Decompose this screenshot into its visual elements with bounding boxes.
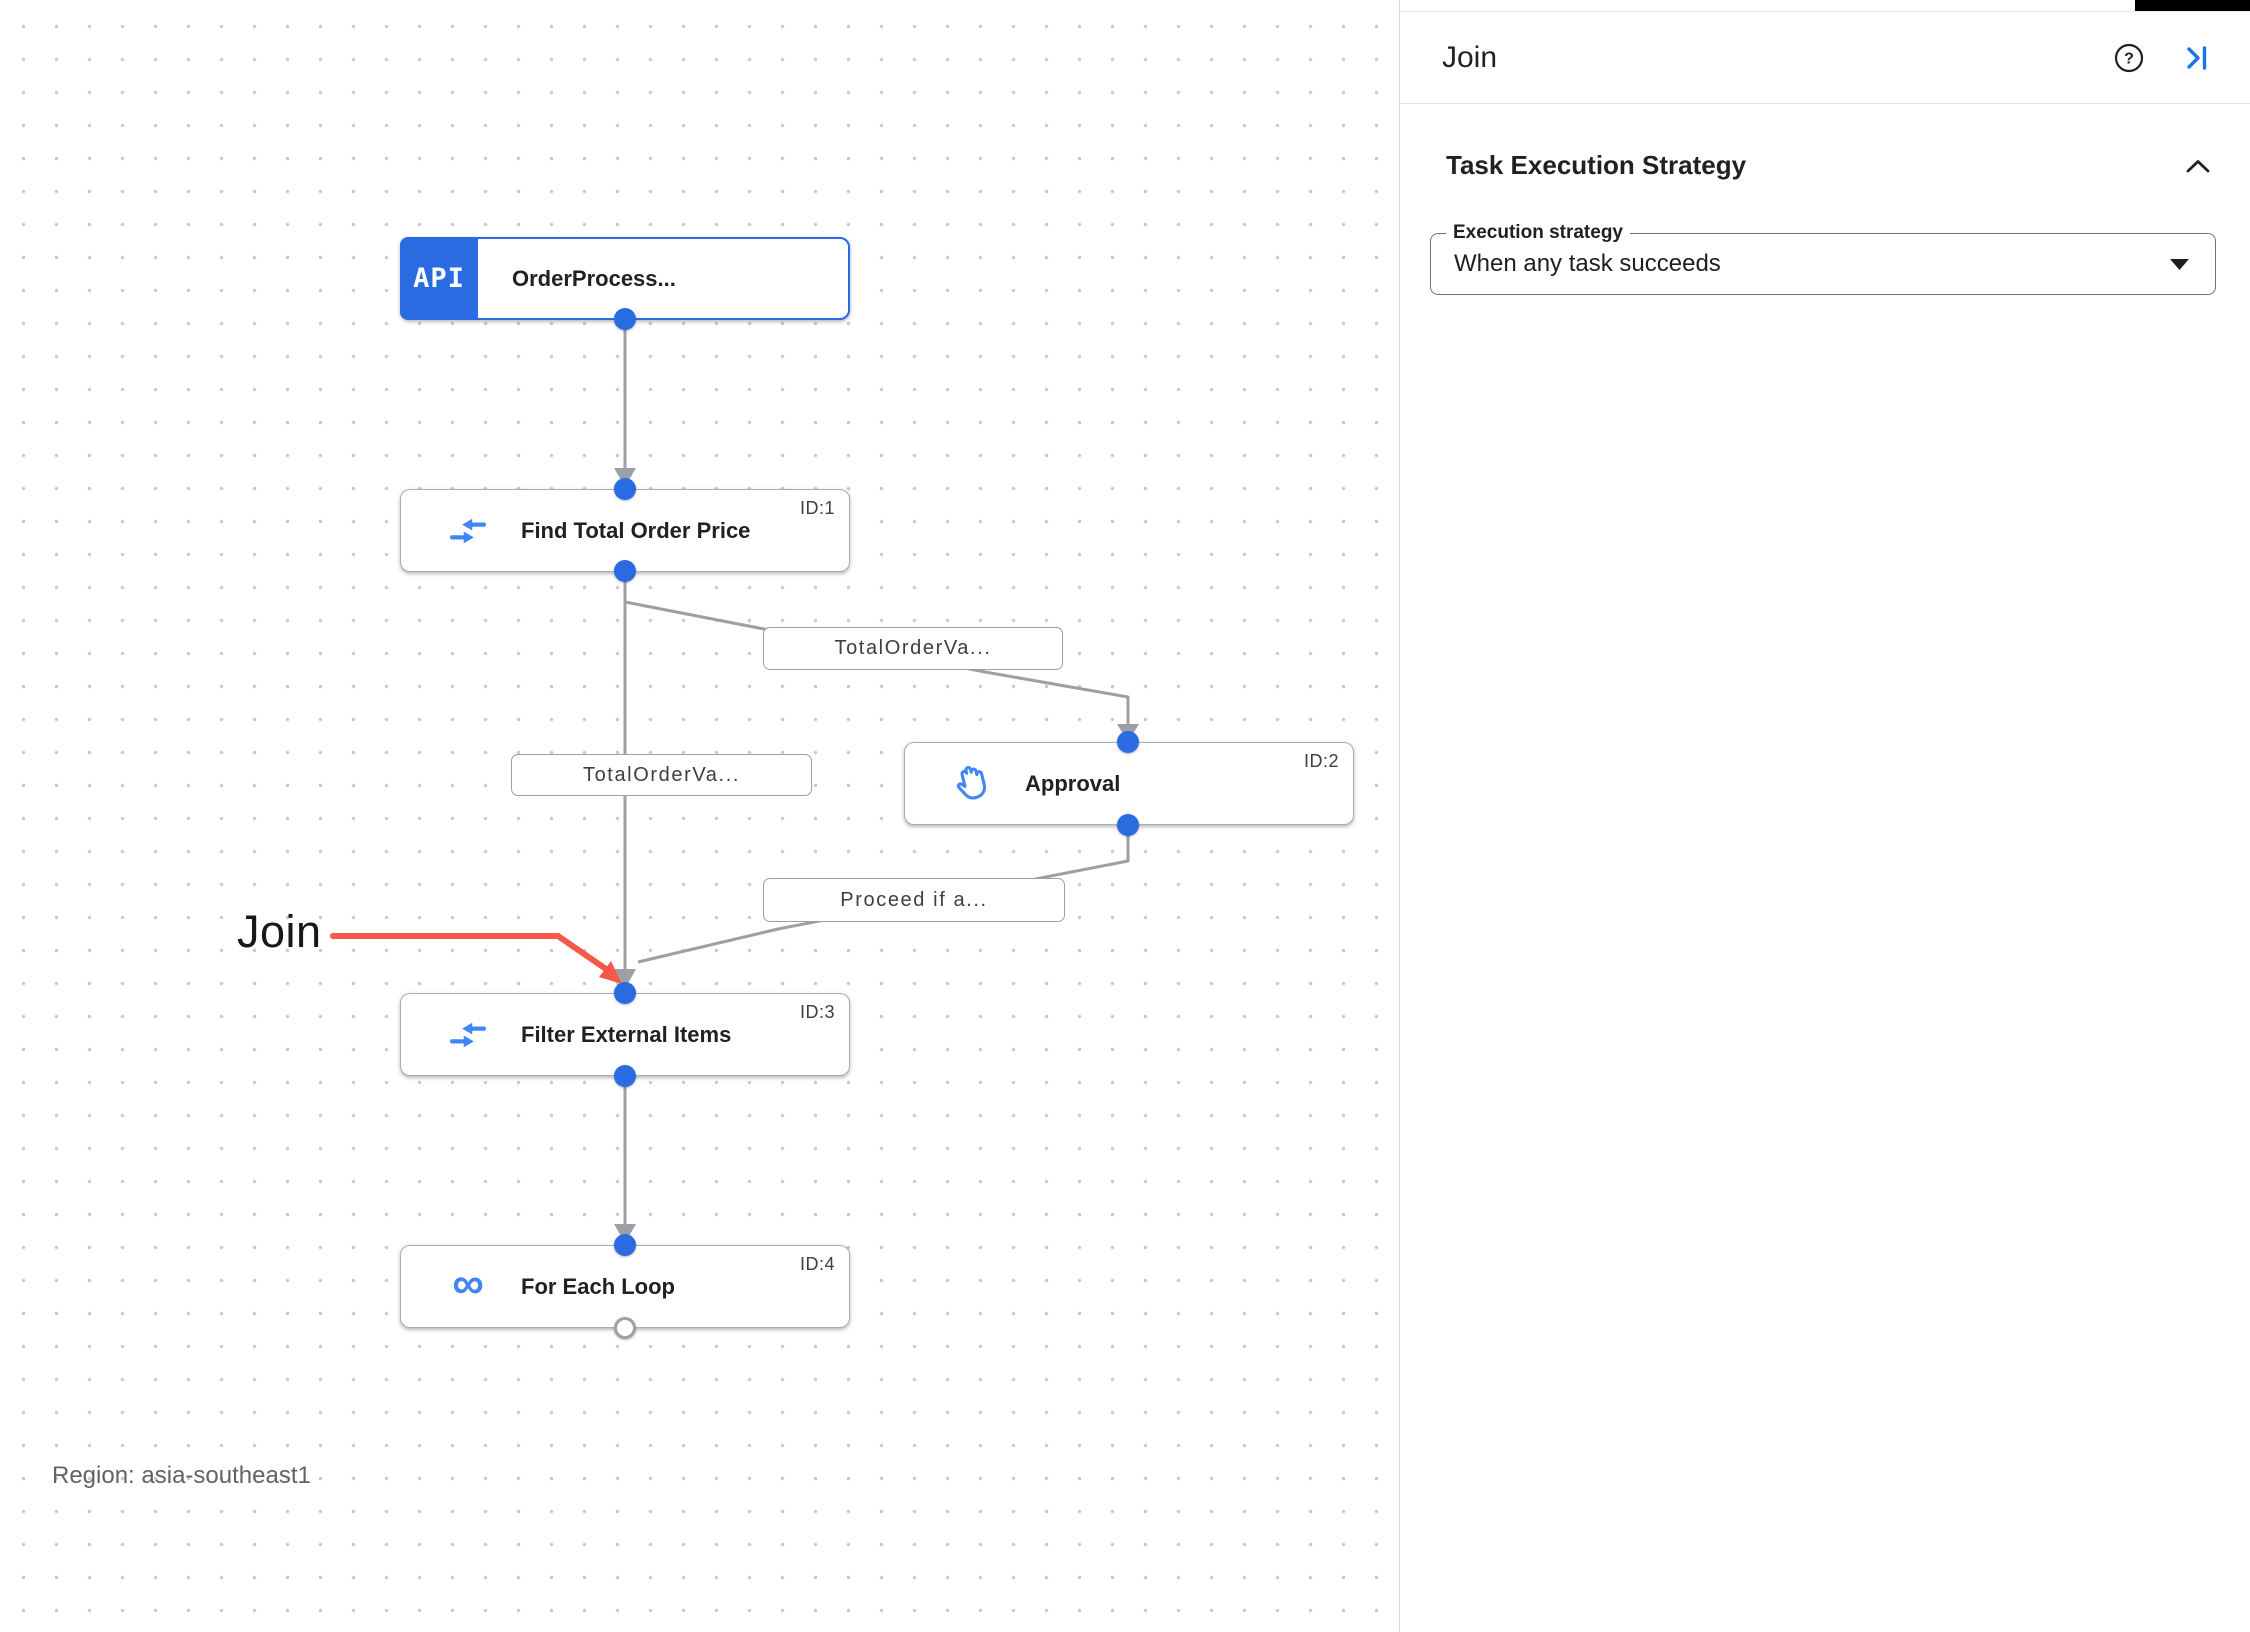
- port-dot-approval-out[interactable]: [1117, 814, 1139, 836]
- section-task-execution-strategy[interactable]: Task Execution Strategy: [1446, 150, 2212, 181]
- chevron-up-icon[interactable]: [2184, 158, 2212, 174]
- node-find-total-order-price[interactable]: ID:1 Find Total Order Price: [400, 489, 850, 572]
- port-dot-approval-in[interactable]: [1117, 731, 1139, 753]
- execution-strategy-select[interactable]: Execution strategy When any task succeed…: [1430, 222, 2216, 295]
- node-title: For Each Loop: [521, 1273, 675, 1299]
- node-title: OrderProcess...: [512, 265, 676, 291]
- panel-header: Join ?: [1400, 12, 2250, 103]
- api-trigger-badge: API: [400, 237, 478, 320]
- workflow-canvas[interactable]: API OrderProcess... ID:1 Find Total Orde…: [0, 0, 1399, 1632]
- port-dot-foreach-in[interactable]: [614, 1234, 636, 1256]
- merge-arrows-icon: [439, 994, 497, 1075]
- help-icon[interactable]: ?: [2112, 41, 2146, 75]
- approval-hand-icon: [943, 743, 1001, 824]
- join-annotation-label: Join: [237, 906, 322, 957]
- port-dot-foreach-out-empty[interactable]: [614, 1317, 636, 1339]
- node-filter-external-items[interactable]: ID:3 Filter External Items: [400, 993, 850, 1076]
- top-right-black-bar: [2135, 0, 2250, 11]
- panel-top-hairline: [1400, 11, 2250, 12]
- panel-title: Join: [1442, 40, 1498, 74]
- node-title: Approval: [1025, 770, 1121, 796]
- section-title: Task Execution Strategy: [1446, 150, 1747, 180]
- node-approval[interactable]: ID:2 Approval: [904, 742, 1354, 825]
- config-panel: Join ? Task Execution Strategy Execution…: [1399, 0, 2250, 1632]
- merge-arrows-icon: [439, 490, 497, 571]
- node-id-label: ID:2: [1303, 751, 1339, 771]
- execution-strategy-value: When any task succeeds: [1454, 250, 1721, 277]
- join-annotation-arrow: [330, 933, 622, 984]
- node-title: Find Total Order Price: [521, 517, 751, 543]
- collapse-panel-icon[interactable]: [2180, 41, 2214, 75]
- port-dot-trigger-out[interactable]: [614, 308, 636, 330]
- port-dot-find-total-out[interactable]: [614, 560, 636, 582]
- port-dot-filter-in[interactable]: [614, 982, 636, 1004]
- node-for-each-loop[interactable]: ∞ ID:4 For Each Loop: [400, 1245, 850, 1328]
- node-id-label: ID:3: [799, 1002, 835, 1022]
- panel-divider: [1400, 103, 2250, 104]
- node-api-trigger-orderprocess[interactable]: API OrderProcess...: [400, 237, 850, 320]
- execution-strategy-label: Execution strategy: [1446, 222, 1630, 244]
- port-dot-find-total-in[interactable]: [614, 478, 636, 500]
- edge-label-totalorderva-1[interactable]: TotalOrderVa...: [763, 627, 1063, 670]
- edge-label-proceed-if[interactable]: Proceed if a...: [763, 878, 1065, 922]
- node-id-label: ID:1: [799, 498, 835, 518]
- dropdown-caret-icon: [2170, 258, 2189, 270]
- port-dot-filter-out[interactable]: [614, 1065, 636, 1087]
- infinity-loop-icon: ∞: [452, 1258, 484, 1308]
- region-label: Region: asia-southeast1: [52, 1462, 311, 1489]
- svg-text:?: ?: [2124, 50, 2134, 67]
- node-id-label: ID:4: [799, 1254, 835, 1274]
- edge-label-totalorderva-2[interactable]: TotalOrderVa...: [511, 754, 812, 796]
- node-title: Filter External Items: [521, 1021, 732, 1047]
